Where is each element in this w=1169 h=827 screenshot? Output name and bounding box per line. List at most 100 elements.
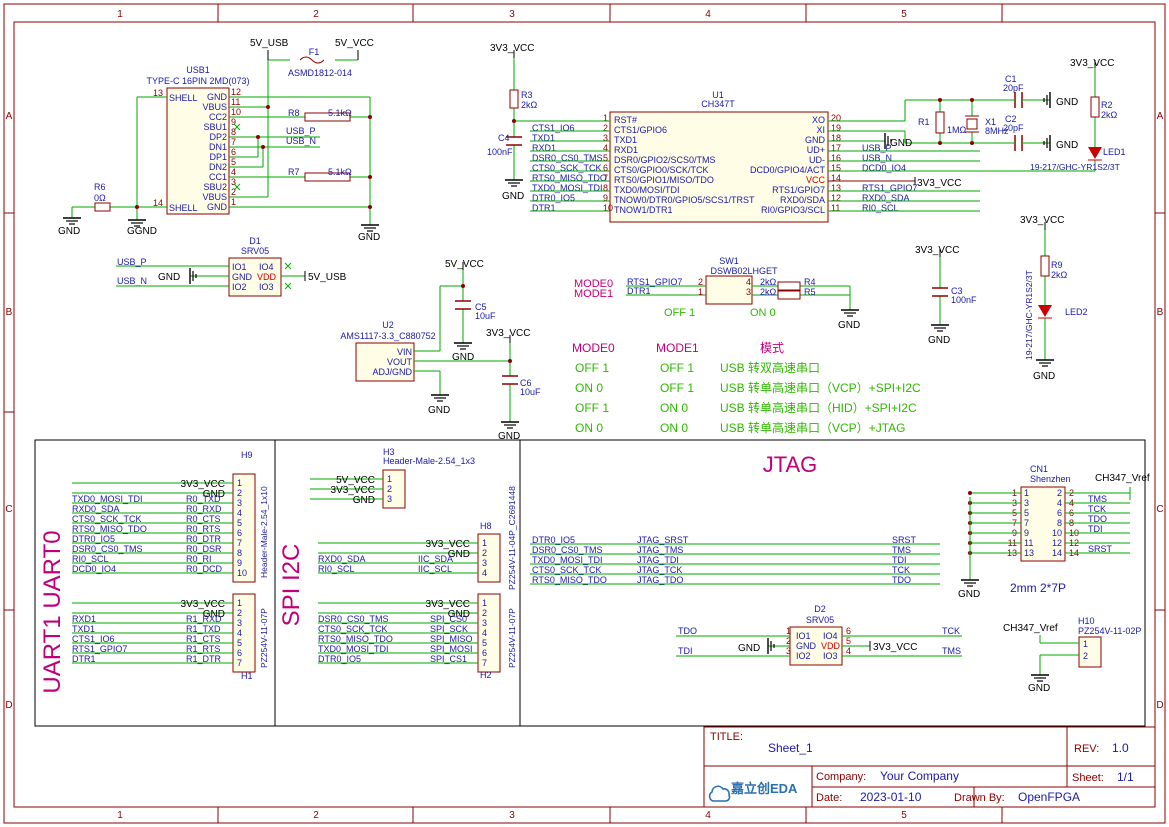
- usb1-pin-num: 14: [153, 198, 163, 208]
- header-power-label: GND: [203, 609, 225, 620]
- c4-value: 100nF: [487, 147, 513, 157]
- u1-left-net-label: DSR0_CS0_TMS: [532, 153, 603, 163]
- usb1-pin-name: SBU1: [203, 122, 227, 132]
- row-label: C: [5, 504, 12, 515]
- header-pin-num: 3: [387, 494, 392, 504]
- resistor-r9: [1040, 255, 1050, 277]
- header-pin-num: 2: [482, 608, 487, 618]
- resistor-r3: [509, 89, 519, 109]
- mode-table-header: MODE1: [656, 341, 699, 355]
- header-pin-num: 3: [482, 618, 487, 628]
- capacitor-c6: [502, 375, 518, 385]
- d1-srv05: D1 SRV05 IO1 GND IO2 IO4 VDD IO3 GND USB…: [116, 236, 347, 297]
- h10-pin: 1: [1083, 639, 1088, 649]
- revision: 1.0: [1112, 741, 1129, 755]
- u1-pin-name: DSR0/GPIO2/SCS0/TMS: [614, 155, 716, 165]
- c6-value: 10uF: [520, 387, 541, 397]
- header-signal-label: R1_CTS: [186, 634, 221, 644]
- sw1-ref: SW1: [719, 256, 739, 266]
- u1-pin-name: RST#: [614, 115, 637, 125]
- header-net-label: DSR0_CS0_TMS: [318, 614, 389, 624]
- net-3v3: 3V3_VCC: [1070, 58, 1114, 69]
- net-usb-p: USB_P: [286, 126, 316, 136]
- c1-value: 20pF: [1003, 83, 1024, 93]
- u1-value: CH347T: [701, 99, 735, 109]
- connector-area: [34, 439, 1146, 727]
- d2-value: SRV05: [806, 615, 834, 625]
- cn1-pin-num: 6: [1057, 508, 1062, 518]
- jtag-net-mid: JTAG_TCK: [637, 565, 682, 575]
- u1-right-net-label: RTS1_GPIO7: [862, 183, 917, 193]
- header-pin-num: 8: [237, 548, 242, 558]
- u1-pin-name: VCC: [806, 175, 826, 185]
- col-label: 3: [509, 9, 515, 20]
- header-net-label: DTR0_IO5: [72, 534, 115, 544]
- usb1-pin-num: 4: [231, 167, 236, 177]
- u1-pin-name: XO: [812, 115, 825, 125]
- r8-ref: R8: [288, 108, 300, 118]
- col-label: 1: [117, 9, 123, 20]
- header-power-label: GND: [448, 609, 470, 620]
- u1-pin-name: RTS0/GPIO1/MISO/TDO: [614, 175, 714, 185]
- r6-ref: R6: [94, 182, 106, 192]
- jtag-net-right: TDI: [892, 555, 907, 565]
- mode-cell: USB 转单高速串口（VCP）+SPI+I2C: [720, 380, 921, 395]
- f1-value: ASMD1812-014: [288, 68, 352, 78]
- r2-ref: R2: [1101, 100, 1113, 110]
- u1-pin-name: CTS1/GPIO6: [614, 125, 667, 135]
- r9-ref: R9: [1051, 260, 1063, 270]
- usb1-pin-num: 10: [231, 107, 241, 117]
- c5-value: 10uF: [475, 311, 496, 321]
- logo-text: 嘉立创EDA: [730, 781, 798, 796]
- usb1-pin-num: 5: [231, 157, 236, 167]
- header-pin-num: 6: [237, 648, 242, 658]
- led2-circuit: R9 2kΩ LED2 19-217/GHC-YR1S2/3T GND 3V3_…: [1020, 215, 1088, 382]
- svg-text:5: 5: [846, 636, 851, 646]
- usb1-pin-num: 6: [231, 147, 236, 157]
- r6-value: 0Ω: [94, 193, 106, 203]
- u1-left-net-label: TXD0_MOSI_TDI: [532, 183, 603, 193]
- header-signal-label: IIC_SCL: [418, 564, 452, 574]
- header-pin-num: 3: [482, 558, 487, 568]
- led1: [1088, 147, 1102, 161]
- u1-pin-name: RTS1/GPIO7: [772, 185, 825, 195]
- net-ch347-vref: CH347_Vref: [1095, 473, 1150, 484]
- row-label: D: [1156, 700, 1163, 711]
- u1-pin-num: 10: [603, 203, 613, 213]
- u1-left-net-label: TXD1: [532, 133, 555, 143]
- h9-value: Header-Male-2.54_1x10: [259, 486, 269, 578]
- h1-ref: H1: [241, 671, 253, 681]
- d1-pin: IO1: [232, 262, 247, 272]
- u2-pin: ADJ/GND: [372, 367, 412, 377]
- header-net-label: RTS0_MISO_TDO: [318, 634, 393, 644]
- net-3v3: 3V3_VCC: [917, 178, 961, 189]
- h2-header: H2PZ254V-11-07P13V3_VCC2GND3DSR0_CS0_TMS…: [318, 593, 517, 680]
- r9-value: 2kΩ: [1051, 270, 1068, 280]
- d1-ref: D1: [249, 236, 261, 246]
- header-net-label: TXD0_MOSI_TDI: [318, 644, 389, 654]
- u2-value: AMS1117-3.3_C880752: [340, 331, 435, 341]
- header-pin-num: 1: [482, 538, 487, 548]
- cn1-net-label: SRST: [1088, 544, 1113, 554]
- header-pin-num: 2: [387, 484, 392, 494]
- row-label: A: [1157, 111, 1164, 122]
- u1-ref: U1: [712, 90, 724, 100]
- c4-ref: C4: [498, 133, 510, 143]
- usb1-pin-name: SHELL: [169, 93, 198, 103]
- h3-value: Header-Male-2.54_1x3: [383, 456, 475, 466]
- cn1-pin-num: 14: [1052, 548, 1062, 558]
- u1-pin-num: 11: [831, 203, 840, 213]
- company-label: Company:: [816, 771, 866, 783]
- header-net-label: CTS1_IO6: [72, 634, 115, 644]
- r7-ref: R7: [288, 167, 300, 177]
- d2-pin: IO1: [796, 631, 811, 641]
- header-pin-num: 1: [387, 474, 392, 484]
- header-signal-label: R1_DTR: [186, 654, 222, 664]
- net-5v-vcc: 5V_VCC: [335, 38, 374, 49]
- cn1-value: Shenzhen: [1030, 474, 1071, 484]
- u1-pin-num: 20: [831, 113, 841, 123]
- u1-pin-num: 12: [831, 193, 841, 203]
- header-signal-label: SPI_CS1: [430, 654, 467, 664]
